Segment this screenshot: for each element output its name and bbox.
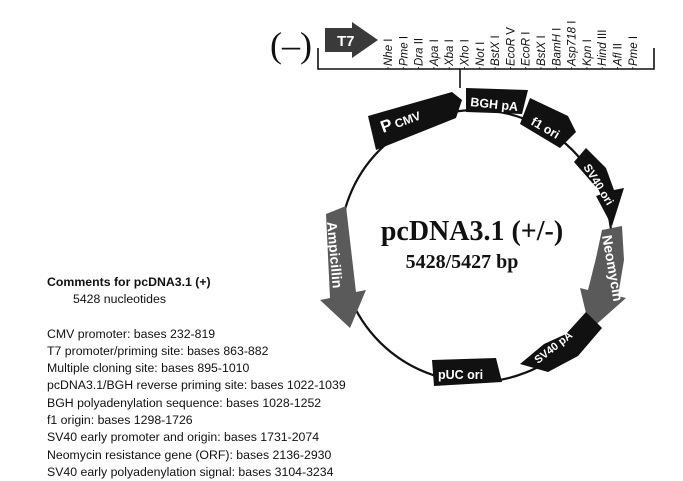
comment-line: SV40 early polyadenylation signal: bases…	[47, 464, 334, 479]
feature-pcmv: PCMV	[368, 92, 462, 150]
comment-line: CMV promoter: bases 232-819	[47, 326, 216, 341]
t7-promoter-arrow: T7	[325, 22, 378, 58]
mcs-site-label: Xho I	[460, 39, 472, 67]
bgh-pa-label: BGH pA	[470, 95, 519, 114]
comment-line: Multiple cloning site: bases 895-1010	[47, 361, 250, 376]
mcs-site-label: Apa I	[429, 39, 441, 67]
comment-line: pcDNA3.1/BGH reverse priming site: bases…	[47, 378, 346, 393]
mcs-site-label: Not I	[475, 42, 487, 66]
comment-line: BGH polyadenylation sequence: bases 1028…	[47, 395, 322, 410]
puc-ori-label: pUC ori	[438, 368, 483, 382]
mcs-site-label: Kpn I	[582, 39, 594, 66]
mcs-site-label: Pme I	[628, 36, 640, 66]
comment-line: SV40 early promoter and origin: bases 17…	[47, 430, 320, 445]
comment-line: T7 promoter/priming site: bases 863-882	[47, 343, 269, 358]
mcs-site-label: Asp718 I	[567, 21, 579, 67]
feature-sv40-pa: SV40 pA	[520, 312, 602, 372]
feature-ampicillin: Ampicillin	[320, 206, 366, 328]
comment-line: f1 origin: bases 1298-1726	[47, 413, 193, 428]
mcs-site-label: EcoR V	[505, 27, 517, 66]
comments-feature-list: CMV promoter: bases 232-819 T7 promoter/p…	[47, 326, 387, 481]
mcs-site-label: EcoR I	[521, 31, 533, 66]
mcs-site-label: BamH I	[551, 28, 563, 66]
mcs-site-label: BstX I	[490, 35, 502, 66]
mcs-site-label: Nhe I	[383, 39, 395, 67]
ampicillin-label: Ampicillin	[324, 221, 346, 289]
mcs-site-label: Dra II	[414, 38, 426, 66]
comments-panel: Comments for pcDNA3.1 (+) 5428 nucleotid…	[47, 274, 387, 481]
mcs-site-label: Afl II	[613, 43, 625, 67]
mcs-site-label: Xba I	[444, 39, 456, 67]
mcs-bracket	[317, 48, 655, 70]
orientation-label: (–)	[270, 25, 312, 65]
mcs-site-label: Pme I	[398, 36, 410, 66]
mcs-site-label: BstX I	[536, 35, 548, 66]
feature-neomycin: Neomycin	[580, 226, 626, 330]
feature-puc-ori: pUC ori	[432, 358, 502, 386]
comments-nucleotides: 5428 nucleotides	[73, 292, 166, 307]
feature-bgh-pa: BGH pA	[466, 88, 528, 114]
feature-f1-ori: f1 ori	[520, 98, 576, 148]
mcs-site-label: Hind III	[597, 30, 609, 66]
plasmid-size: 5428/5427 bp	[406, 251, 519, 273]
comments-title: Comments for pcDNA3.1 (+)	[47, 275, 211, 289]
plasmid-name: pcDNA3.1 (+/-)	[381, 216, 563, 247]
comment-line: Neomycin resistance gene (ORF): bases 21…	[47, 447, 332, 462]
feature-sv40-ori: SV40 ori	[574, 148, 624, 226]
t7-label: T7	[337, 33, 355, 50]
